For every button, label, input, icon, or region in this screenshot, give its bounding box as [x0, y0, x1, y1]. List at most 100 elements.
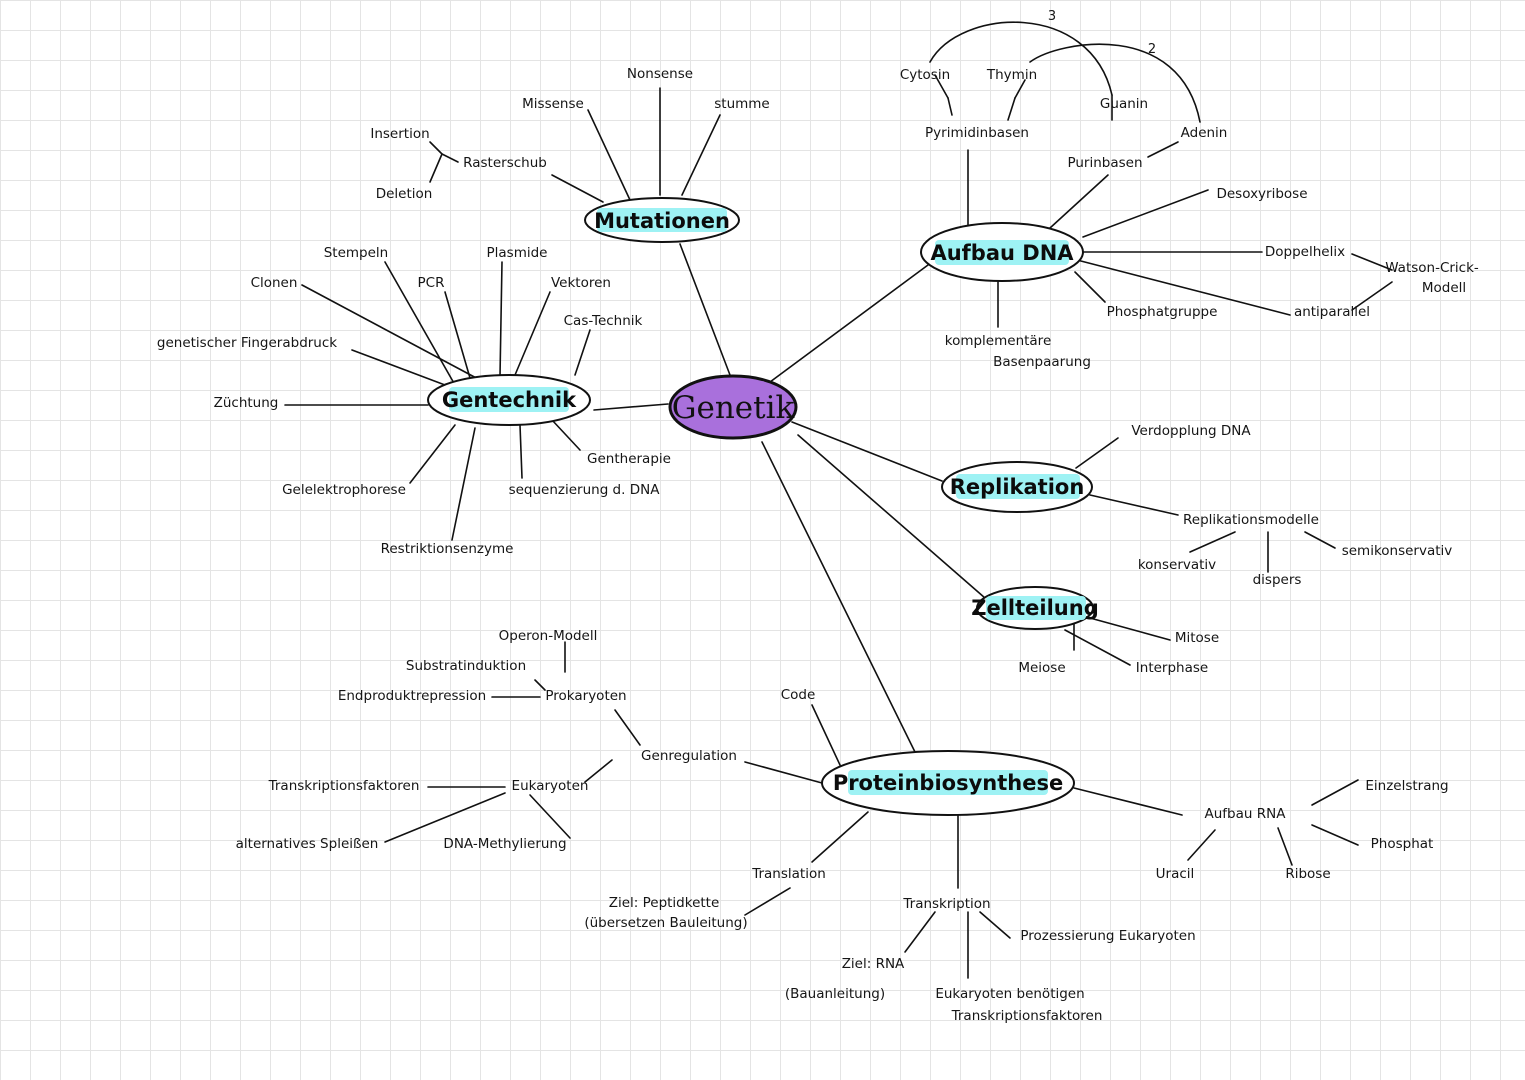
leaf-eukaryoten-benoetigen-line1[interactable]: Eukaryoten benötigen	[935, 986, 1084, 1002]
leaf-translation[interactable]: Translation	[751, 866, 826, 882]
topic-gentechnik[interactable]: Gentechnik	[427, 374, 591, 426]
connector-line	[587, 109, 631, 201]
leaf-transkriptionsfaktoren[interactable]: Transkriptionsfaktoren	[268, 778, 420, 794]
center-node[interactable]	[668, 374, 798, 440]
leaf-missense[interactable]: Missense	[522, 96, 584, 112]
leaf-phosphat[interactable]: Phosphat	[1371, 836, 1434, 852]
connector-line	[574, 329, 591, 376]
topic-proteinbiosynthese-label: Proteinbiosynthese	[833, 771, 1063, 795]
leaf-uracil[interactable]: Uracil	[1156, 866, 1195, 882]
connector-line	[744, 887, 791, 916]
leaf-dispers[interactable]: dispers	[1253, 572, 1302, 588]
leaf-einzelstrang[interactable]: Einzelstrang	[1365, 778, 1448, 794]
connector-line	[551, 174, 604, 203]
leaf-replikationsmodelle[interactable]: Replikationsmodelle	[1183, 512, 1319, 528]
topic-zellteilung[interactable]: Zellteilung	[971, 586, 1099, 630]
leaf-aufbau-rna[interactable]: Aufbau RNA	[1205, 806, 1287, 822]
leaf-ziel-peptid-line1[interactable]: Ziel: Peptidkette	[609, 895, 720, 911]
connector-line	[1074, 271, 1106, 303]
leaf-code[interactable]: Code	[781, 687, 816, 703]
leaf-cas-technik[interactable]: Cas-Technik	[564, 313, 643, 329]
leaf-konservativ[interactable]: konservativ	[1138, 557, 1216, 573]
leaf-watson-crick-line2[interactable]: Modell	[1422, 280, 1466, 296]
connector-line	[499, 261, 503, 377]
leaf-cytosin[interactable]: Cytosin	[900, 67, 950, 83]
connector-line	[1014, 79, 1026, 99]
leaf-vektoren[interactable]: Vektoren	[551, 275, 611, 291]
connector-line	[934, 74, 949, 99]
leaf-adenin[interactable]: Adenin	[1181, 125, 1228, 141]
connector-line	[351, 349, 446, 386]
leaf-purinbasen[interactable]: Purinbasen	[1067, 155, 1142, 171]
leaf-ziel-rna-line1[interactable]: Ziel: RNA	[842, 956, 905, 972]
leaf-phosphatgruppe[interactable]: Phosphatgruppe	[1107, 304, 1218, 320]
leaf-deletion[interactable]: Deletion	[376, 186, 433, 202]
leaf-fingerabdruck[interactable]: genetischer Fingerabdruck	[157, 335, 337, 351]
leaf-pyrimidinbasen[interactable]: Pyrimidinbasen	[925, 125, 1029, 141]
connector-line	[451, 427, 476, 541]
leaf-pcr[interactable]: PCR	[418, 275, 445, 291]
leaf-nonsense[interactable]: Nonsense	[627, 66, 693, 82]
leaf-verdopplung[interactable]: Verdopplung DNA	[1131, 423, 1251, 439]
connector-line	[1076, 259, 1291, 316]
topic-aufbau-dna[interactable]: Aufbau DNA	[920, 222, 1084, 282]
leaf-eukaryoten-benoetigen-line2[interactable]: Transkriptionsfaktoren	[951, 1008, 1103, 1024]
leaf-komplementaer-line1[interactable]: komplementäre	[945, 333, 1052, 349]
leaf-restriktionsenzyme[interactable]: Restriktionsenzyme	[381, 541, 514, 557]
leaf-plasmide[interactable]: Plasmide	[487, 245, 548, 261]
leaf-watson-crick-line1[interactable]: Watson-Crick-	[1385, 260, 1479, 276]
topic-replikation[interactable]: Replikation	[941, 461, 1093, 513]
leaf-ziel-rna-line2[interactable]: (Bauanleitung)	[785, 986, 885, 1002]
leaf-sequenzierung[interactable]: sequenzierung d. DNA	[509, 482, 661, 498]
connector-line	[534, 679, 546, 691]
leaf-prokaryoten[interactable]: Prokaryoten	[545, 688, 626, 704]
leaf-ribose[interactable]: Ribose	[1285, 866, 1330, 882]
topic-replikation-label: Replikation	[950, 475, 1085, 499]
connector-line	[681, 114, 721, 196]
connector-line	[301, 284, 481, 381]
connector-line	[947, 97, 953, 116]
topic-aufbau-dna-label: Aufbau DNA	[930, 241, 1074, 265]
leaf-alternatives-spleissen[interactable]: alternatives Spleißen	[236, 836, 379, 852]
leaf-clonen[interactable]: Clonen	[251, 275, 298, 291]
leaf-antiparallel[interactable]: antiparallel	[1294, 304, 1370, 320]
connector-line	[514, 291, 551, 376]
leaf-insertion[interactable]: Insertion	[370, 126, 429, 142]
topic-mutationen[interactable]: Mutationen	[584, 197, 740, 243]
leaf-stempeln[interactable]: Stempeln	[324, 245, 389, 261]
connector-line	[429, 141, 443, 155]
connector-line	[1089, 617, 1171, 641]
connector-line	[429, 153, 443, 183]
leaf-gentherapie[interactable]: Gentherapie	[587, 451, 671, 467]
leaf-semikonservativ[interactable]: semikonservativ	[1342, 543, 1453, 559]
leaf-operon-modell[interactable]: Operon-Modell	[499, 628, 598, 644]
leaf-genregulation[interactable]: Genregulation	[641, 748, 737, 764]
connector-line	[409, 424, 456, 484]
leaf-substratinduktion[interactable]: Substratinduktion	[406, 658, 526, 674]
leaf-komplementaer-line2[interactable]: Basenpaarung	[993, 354, 1091, 370]
leaf-guanin[interactable]: Guanin	[1100, 96, 1148, 112]
leaf-dna-methylierung[interactable]: DNA-Methylierung	[443, 836, 566, 852]
leaf-zuechtung[interactable]: Züchtung	[214, 395, 279, 411]
leaf-thymin[interactable]: Thymin	[986, 67, 1037, 83]
leaf-prozessierung[interactable]: Prozessierung Eukaryoten	[1020, 928, 1195, 944]
leaf-eukaryoten[interactable]: Eukaryoten	[512, 778, 589, 794]
connector-line	[1189, 531, 1236, 553]
leaf-transkription[interactable]: Transkription	[902, 896, 990, 912]
leaf-endproduktrepression[interactable]: Endproduktrepression	[338, 688, 486, 704]
leaf-meiose[interactable]: Meiose	[1018, 660, 1065, 676]
topic-gentechnik-label: Gentechnik	[442, 388, 577, 412]
leaf-gelelektrophorese[interactable]: Gelelektrophorese	[282, 482, 406, 498]
thymin-adenin-bond-arc	[1029, 43, 1201, 123]
leaf-desoxyribose[interactable]: Desoxyribose	[1216, 186, 1307, 202]
topic-proteinbiosynthese[interactable]: Proteinbiosynthese	[821, 750, 1075, 816]
leaf-stumme[interactable]: stumme	[714, 96, 770, 112]
center-label: Genetik	[672, 390, 795, 426]
bond-count-ta: 2	[1148, 42, 1156, 57]
leaf-ziel-peptid-line2[interactable]: (übersetzen Bauleitung)	[584, 915, 747, 931]
leaf-interphase[interactable]: Interphase	[1136, 660, 1208, 676]
leaf-rasterschub[interactable]: Rasterschub	[463, 155, 547, 171]
leaf-doppelhelix[interactable]: Doppelhelix	[1265, 244, 1345, 260]
leaf-mitose[interactable]: Mitose	[1175, 630, 1219, 646]
connector-line	[1007, 97, 1016, 121]
